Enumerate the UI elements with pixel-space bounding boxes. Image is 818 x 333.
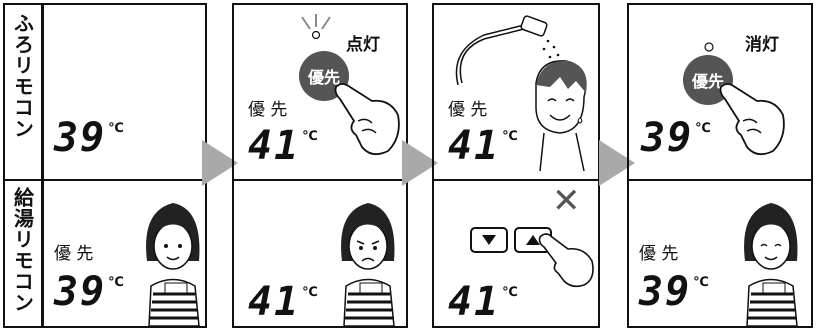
woman-smiling-illustration [744,203,798,326]
kitchen-temperature: 41℃ [248,279,320,325]
kitchen-temperature: 39℃ [639,269,711,315]
bath-remote-cell: 優 先 41℃ [434,5,598,179]
next-step-arrow [599,140,635,186]
kitchen-remote-cell: 優 先 39℃ [44,181,205,328]
pressing-hand-icon [334,83,400,156]
bath-temperature: 41℃ [248,123,320,169]
indicator-lamp-icon [704,42,714,52]
light-rays-icon [301,14,331,39]
panel-step-4: 消灯 優先 39℃ 優 先 39℃ [627,3,813,328]
not-allowed-cross-icon: ✕ [552,181,581,221]
priority-indicator: 優 先 [639,244,679,264]
woman-worried-illustration [341,203,395,326]
priority-indicator: 優 先 [448,100,488,120]
row-divider [44,179,205,181]
next-step-arrow [402,140,438,186]
light-on-label: 点灯 [346,35,380,55]
bath-remote-label: ふろリモコン [10,13,35,139]
triangle-down-icon [482,235,496,245]
bath-remote-cell: 点灯 優先 優 先 41℃ [234,5,406,179]
kitchen-temperature: 41℃ [448,279,520,325]
kitchen-temperature: 39℃ [54,269,126,315]
panel-step-2: 点灯 優先 優 先 41℃ 41℃ [232,3,408,328]
row-divider [629,179,811,181]
next-step-arrow [202,140,238,186]
pressing-hand-icon [538,233,594,288]
panel-step-3: 優 先 41℃ ✕ 41℃ [432,3,600,328]
priority-indicator: 優 先 [248,100,288,120]
priority-indicator: 優 先 [54,244,94,264]
row-divider [5,179,41,181]
woman-smiling-illustration [146,203,200,326]
kitchen-remote-cell: 41℃ [234,181,406,328]
light-off-label: 消灯 [745,35,779,55]
man-showering-illustration [455,15,587,172]
row-label-column: ふろリモコン 給湯リモコン [3,3,43,328]
bath-remote-cell: 消灯 優先 39℃ [629,5,811,179]
kitchen-remote-label: 給湯リモコン [10,187,35,313]
bath-temperature: 39℃ [641,115,713,161]
temp-down-button[interactable] [470,227,508,253]
bath-temperature: 39℃ [54,115,126,161]
pressing-hand-icon [719,83,785,156]
bath-remote-cell: 39℃ [44,5,205,179]
kitchen-remote-cell: 優 先 39℃ [629,181,811,328]
row-divider [434,179,598,181]
kitchen-remote-cell: ✕ 41℃ [434,181,598,328]
panel-step-1: 39℃ 優 先 39℃ [42,3,207,328]
triangle-up-icon [526,235,540,245]
priority-button[interactable]: 優先 [683,55,733,105]
row-divider [234,179,406,181]
bath-temperature: 41℃ [448,123,520,169]
